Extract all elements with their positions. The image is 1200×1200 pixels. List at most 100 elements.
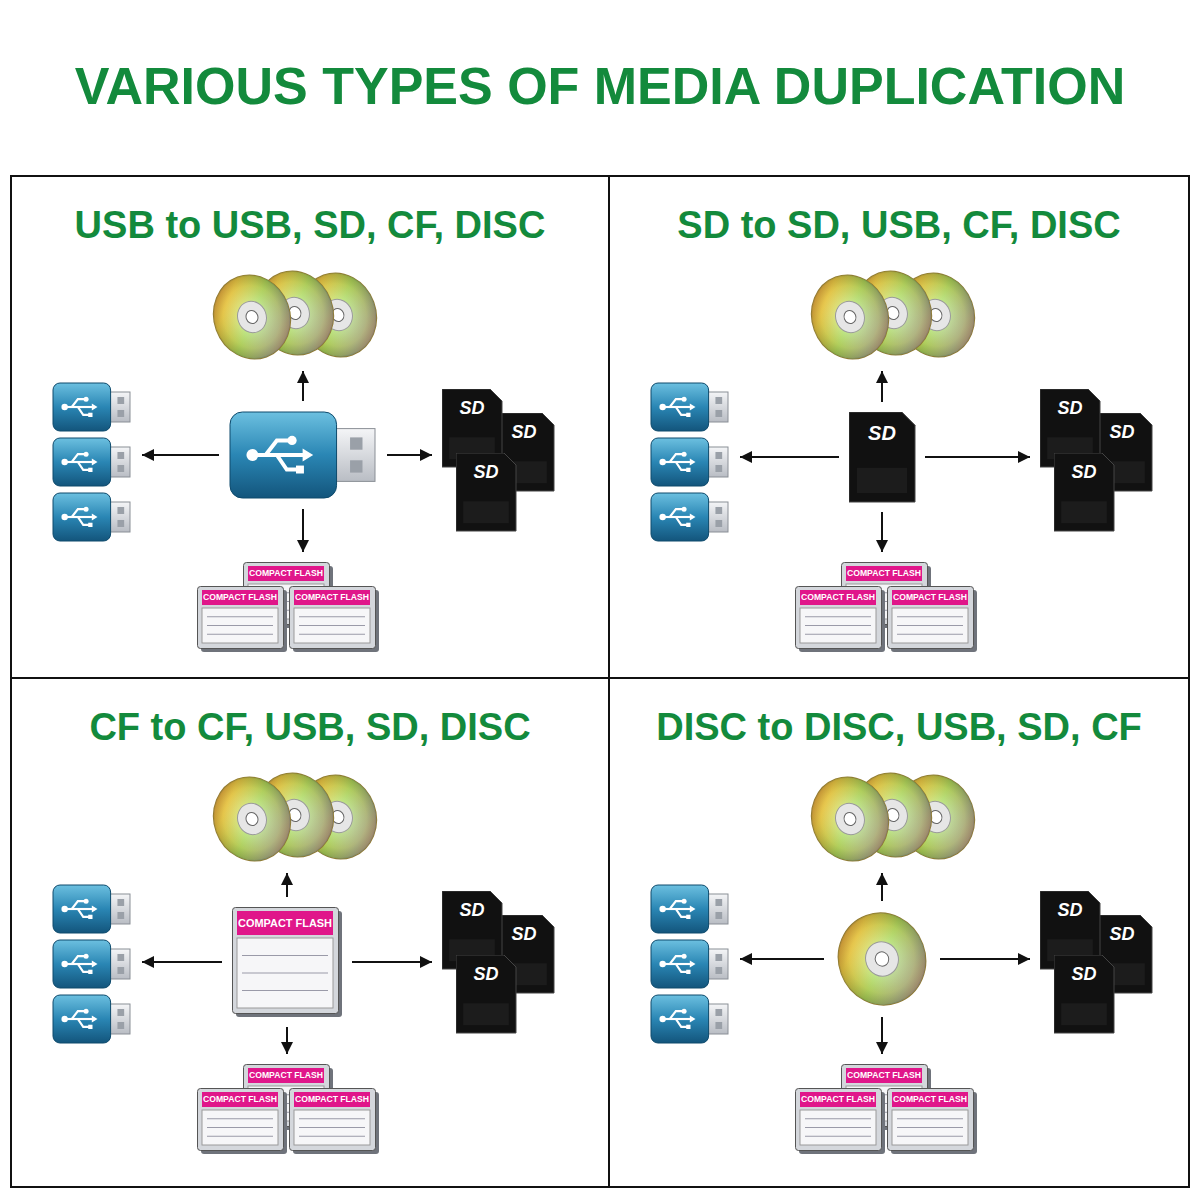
- disc-art: [808, 273, 898, 367]
- usb-symbol-arrow: [303, 448, 314, 461]
- usb-symbol-dot: [682, 452, 687, 457]
- disc-icon: [808, 273, 892, 361]
- usb-symbol-dot: [659, 961, 665, 967]
- target-media-group: [798, 761, 988, 873]
- cf-card-line: [207, 1136, 273, 1137]
- usb-symbol-stroke: [72, 1011, 85, 1019]
- sd-card-body: [456, 955, 516, 1033]
- cf-card-body: [198, 587, 284, 649]
- cf-label-text: COMPACT FLASH: [801, 590, 875, 605]
- disc-hub: [233, 297, 271, 337]
- usb-icon: [52, 382, 132, 432]
- cf-card-band: [800, 590, 876, 605]
- source-media: COMPACT FLASH: [222, 897, 352, 1027]
- usb-contact: [715, 465, 722, 472]
- usb-icon: [229, 411, 377, 499]
- usb-art: [52, 382, 138, 438]
- usb-contact: [715, 1022, 722, 1029]
- usb-symbol-dot: [61, 906, 67, 912]
- cf-card-band: [237, 911, 333, 935]
- target-media-group: [200, 761, 390, 873]
- disc-icon: [210, 775, 294, 863]
- cf-label-text: COMPACT FLASH: [295, 1092, 369, 1107]
- cf-card-band: [892, 1092, 968, 1107]
- usb-icon: [650, 884, 730, 934]
- usb-symbol-stroke: [78, 517, 89, 525]
- usb-symbol-stroke: [670, 509, 683, 517]
- usb-icon: [52, 884, 132, 934]
- sd-card-body: [849, 412, 915, 502]
- usb-contact: [117, 465, 124, 472]
- cf-card-edge: [201, 1092, 287, 1154]
- usb-art: [52, 492, 138, 548]
- cf-card-line: [242, 973, 328, 974]
- sd-logo: SD: [1071, 461, 1096, 483]
- target-media-group: [42, 874, 142, 1054]
- usb-contact: [117, 410, 124, 417]
- usb-symbol-arrow: [690, 403, 696, 410]
- disc-hub: [831, 297, 869, 337]
- disc-art: [808, 273, 898, 367]
- diagram-title: VARIOUS TYPES OF MEDIA DUPLICATION: [75, 56, 1126, 116]
- copy-arrow: [286, 873, 288, 897]
- copy-arrow: [286, 1027, 288, 1054]
- sd-card-body: [1054, 453, 1114, 531]
- cf-label-text: COMPACT FLASH: [295, 590, 369, 605]
- usb-symbol-arrow: [92, 1015, 98, 1022]
- usb-contact: [117, 397, 124, 404]
- sd-logo: SD: [1071, 963, 1096, 985]
- usb-symbol-square: [686, 468, 690, 472]
- usb-body: [651, 885, 709, 933]
- usb-art: [52, 939, 138, 995]
- usb-art: [650, 437, 736, 493]
- usb-icon: [52, 994, 132, 1044]
- disc-icon: [210, 273, 294, 361]
- disc-hole: [244, 309, 260, 325]
- usb-symbol-stroke: [72, 509, 85, 517]
- disc-body: [808, 273, 898, 367]
- sd-logo: SD: [511, 923, 536, 945]
- cf-card-line: [207, 1127, 273, 1128]
- usb-contact: [117, 1009, 124, 1016]
- copy-arrow: [881, 512, 883, 552]
- cf-icon: COMPACT FLASH: [289, 586, 379, 652]
- disc-art: [834, 911, 936, 1013]
- cf-icon: COMPACT FLASH: [887, 586, 977, 652]
- cf-card-line: [299, 616, 365, 617]
- usb-symbol-stroke: [277, 455, 297, 470]
- cf-card-line: [299, 625, 365, 626]
- cf-card-band: [202, 590, 278, 605]
- usb-art: [52, 884, 138, 940]
- cf-card-body: [198, 1089, 284, 1151]
- disc-art: [210, 775, 300, 869]
- usb-symbol-stroke: [78, 462, 89, 470]
- cf-label-text: COMPACT FLASH: [238, 911, 332, 935]
- usb-symbol-stroke: [670, 454, 683, 462]
- usb-body: [651, 940, 709, 988]
- cf-label-text: COMPACT FLASH: [249, 566, 323, 581]
- sd-card-label: [857, 468, 907, 493]
- usb-symbol-dot: [682, 1009, 687, 1014]
- cf-card-line: [242, 990, 328, 991]
- usb-symbol-dot: [659, 404, 665, 410]
- sd-icon: SD: [456, 453, 516, 531]
- usb-icon: [650, 994, 730, 1044]
- usb-icon: [52, 437, 132, 487]
- duplication-panel: DISC to DISC, USB, SD, CFSDSDSDCOMPACT F…: [608, 677, 1190, 1188]
- cf-card-line: [897, 625, 963, 626]
- usb-symbol-stroke: [676, 517, 687, 525]
- usb-symbol-dot: [682, 397, 687, 402]
- duplication-panel: SD to SD, USB, CF, DISCSDSDSDSDCOMPACT F…: [608, 175, 1190, 679]
- cf-card-edge: [799, 1092, 885, 1154]
- cf-label-text: COMPACT FLASH: [801, 1092, 875, 1107]
- usb-symbol-stroke: [676, 1019, 687, 1027]
- sd-card-body: [456, 453, 516, 531]
- cf-card-line: [897, 1127, 963, 1128]
- usb-contact: [715, 397, 722, 404]
- disc-art: [210, 775, 300, 869]
- cf-card-line: [805, 625, 871, 626]
- usb-symbol-stroke: [676, 909, 687, 917]
- usb-icon: [650, 492, 730, 542]
- usb-icon: [650, 939, 730, 989]
- target-media-group: [200, 259, 390, 371]
